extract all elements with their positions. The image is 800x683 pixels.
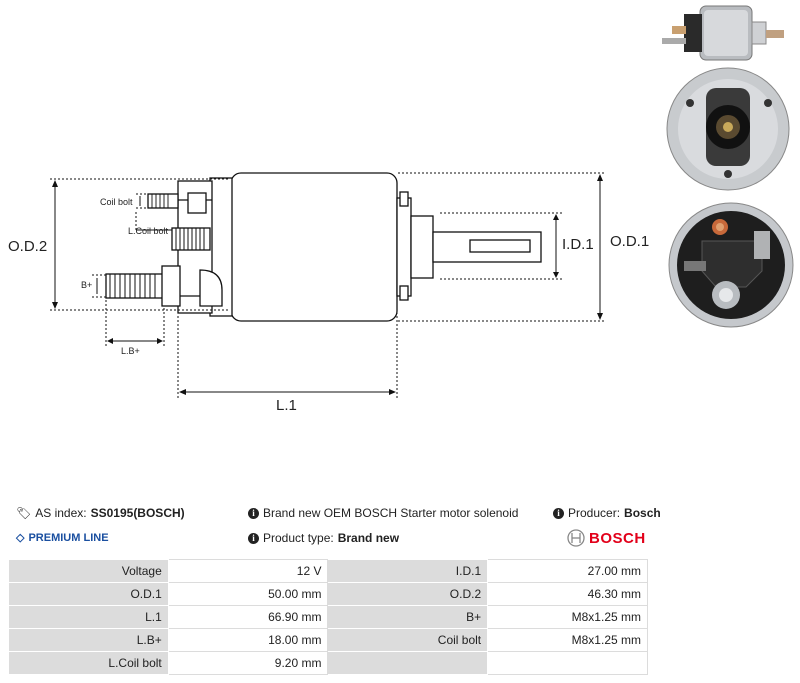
b-plus-label: B+ [81, 280, 93, 290]
description-row: i Brand new OEM BOSCH Starter motor sole… [248, 506, 518, 520]
spec-value: M8x1.25 mm [487, 605, 648, 629]
diamond-icon: ◇ [16, 532, 25, 544]
description-text: Brand new OEM BOSCH Starter motor soleno… [263, 506, 519, 520]
spec-key: I.D.1 [327, 559, 489, 583]
l-coil-bolt-label: L.Coil bolt [128, 226, 169, 236]
info-icon: i [248, 507, 259, 519]
producer-label: Producer: [568, 506, 621, 520]
table-row: O.D.1 50.00 mm O.D.2 46.30 mm [8, 582, 648, 606]
table-row: L.Coil bolt 9.20 mm [8, 651, 648, 675]
product-type-row: i Product type: Brand new [248, 531, 399, 545]
l1-label: L.1 [276, 397, 297, 414]
spec-key: Voltage [8, 559, 169, 583]
producer-value: Bosch [624, 506, 661, 520]
table-row: L.B+ 18.00 mm Coil bolt M8x1.25 mm [8, 628, 648, 652]
bosch-logo: BOSCH [567, 529, 646, 547]
spec-value: 46.30 mm [487, 582, 648, 606]
spec-key: Coil bolt [327, 628, 489, 652]
spec-value [487, 651, 648, 675]
info-icon: i [553, 507, 564, 519]
spec-key: B+ [327, 605, 489, 629]
table-row: Voltage 12 V I.D.1 27.00 mm [8, 559, 648, 583]
bosch-armature-icon [567, 529, 585, 547]
producer-row: i Producer: Bosch [553, 506, 661, 520]
spec-value: 9.20 mm [167, 651, 329, 675]
premium-line-badge: ◇ PREMIUM LINE [16, 531, 109, 545]
spec-value: 66.90 mm [167, 605, 329, 629]
product-type-value: Brand new [337, 531, 400, 545]
solenoid-drawing [50, 172, 605, 398]
premium-line-text: PREMIUM LINE [28, 531, 109, 544]
od1-label: O.D.1 [610, 233, 650, 250]
l-b-plus-label: L.B+ [121, 346, 140, 356]
spec-key: L.Coil bolt [8, 651, 169, 675]
spec-value: 12 V [167, 559, 329, 583]
spec-key [327, 651, 489, 675]
id1-label: I.D.1 [562, 236, 594, 253]
spec-key: L.1 [8, 605, 169, 629]
product-photo-terminals [668, 202, 794, 328]
specs-table: Voltage 12 V I.D.1 27.00 mm O.D.1 50.00 … [8, 559, 648, 675]
spec-value: M8x1.25 mm [487, 628, 648, 652]
od2-label: O.D.2 [8, 238, 48, 255]
table-row: L.1 66.90 mm B+ M8x1.25 mm [8, 605, 648, 629]
spec-key: L.B+ [8, 628, 169, 652]
product-type-label: Product type: [263, 531, 334, 545]
spec-key: O.D.1 [8, 582, 169, 606]
as-index: 🏷︎ AS index: SS0195(BOSCH) [16, 506, 185, 520]
as-index-label: AS index: [35, 506, 87, 520]
spec-value: 18.00 mm [167, 628, 329, 652]
spec-value: 50.00 mm [167, 582, 329, 606]
spec-value: 27.00 mm [487, 559, 648, 583]
as-index-value: SS0195(BOSCH) [90, 506, 185, 520]
coil-bolt-label: Coil bolt [100, 197, 133, 207]
product-photo-side [662, 5, 784, 61]
spec-key: O.D.2 [327, 582, 489, 606]
info-icon: i [248, 532, 259, 544]
product-photo-rear [666, 67, 790, 191]
tag-icon: 🏷︎ [16, 506, 32, 520]
bosch-logo-text: BOSCH [589, 529, 646, 547]
